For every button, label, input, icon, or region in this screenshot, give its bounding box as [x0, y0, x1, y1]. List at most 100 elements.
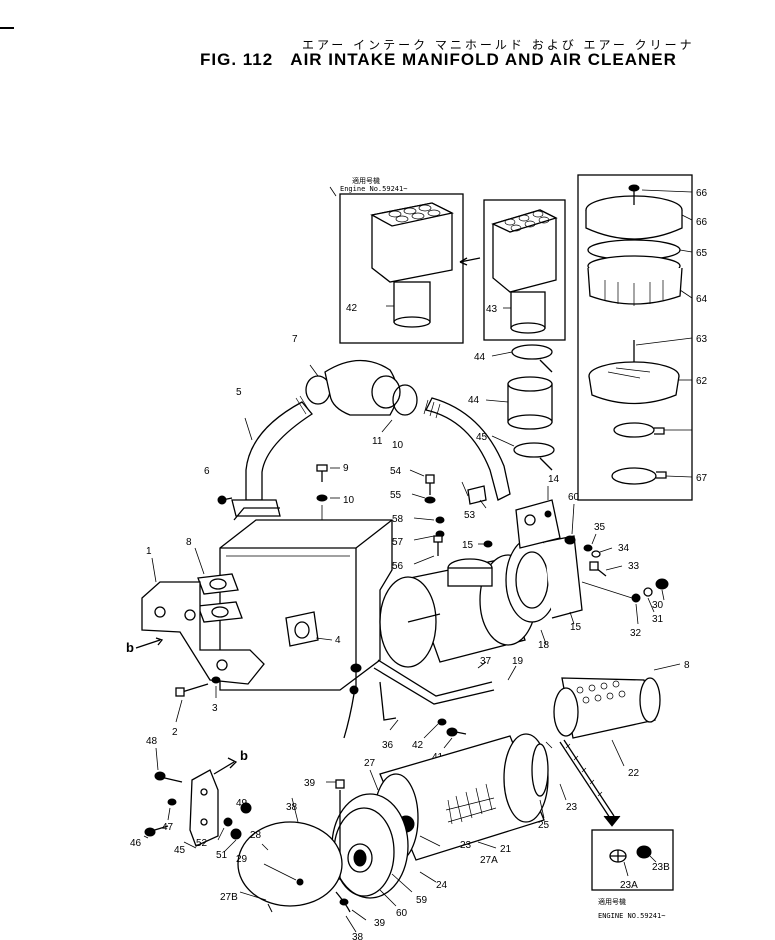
bracket-13: 14 [515, 474, 561, 549]
svg-text:24: 24 [436, 880, 448, 891]
part-30: 32 [630, 628, 642, 639]
svg-text:36: 36 [382, 740, 394, 751]
part-5: 5 [236, 387, 242, 398]
svg-text:44: 44 [468, 395, 480, 406]
part-31: 33 [628, 561, 640, 572]
part-57: 58 [392, 514, 404, 525]
part-50: 51 [216, 850, 228, 861]
part-21: 21 [500, 844, 512, 855]
svg-text:45: 45 [476, 432, 488, 443]
dust-cap-36: 38 28 29 27B 39 38 [220, 797, 386, 940]
svg-text:23: 23 [566, 802, 578, 813]
part-47: 47 [162, 822, 174, 833]
svg-text:5: 5 [236, 387, 242, 398]
part-58: 59 [416, 895, 428, 906]
part-26: 27A [480, 855, 498, 866]
svg-text:8: 8 [684, 660, 690, 671]
svg-text:53: 53 [464, 510, 476, 521]
part-34: 36 [382, 740, 394, 751]
part-24-left: 24 [436, 880, 448, 891]
part-60: 60 [568, 492, 580, 503]
gaskets: 8 4 [186, 537, 341, 647]
bracket-45: 48 47 46 45 52 51 49 b [130, 736, 252, 861]
svg-text:39: 39 [374, 918, 386, 929]
svg-text:42: 42 [412, 740, 424, 751]
svg-text:34: 34 [618, 543, 630, 554]
part-41: 42 [412, 740, 424, 751]
part-62: 63 [696, 334, 708, 345]
svg-text:47: 47 [162, 822, 174, 833]
svg-text:33: 33 [628, 561, 640, 572]
part-44-lower: 45 [476, 432, 488, 443]
part-39: 39 [304, 778, 316, 789]
part-2: 2 [172, 727, 178, 738]
svg-text:52: 52 [196, 838, 208, 849]
part-24-right: 25 [538, 820, 550, 831]
svg-text:64: 64 [696, 294, 708, 305]
ref-b-bottom: b [240, 748, 248, 763]
part-28: 30 [652, 600, 664, 611]
part-51: 52 [196, 838, 208, 849]
svg-text:32: 32 [630, 628, 642, 639]
svg-text:23B: 23B [652, 862, 670, 873]
svg-text:62: 62 [696, 376, 708, 387]
part-3: 3 [212, 703, 218, 714]
svg-text:21: 21 [500, 844, 512, 855]
svg-text:30: 30 [652, 600, 664, 611]
svg-text:65: 65 [696, 248, 708, 259]
part-42-inset-a: 42 [346, 303, 358, 314]
part-14: 15 [570, 622, 582, 633]
svg-text:63: 63 [696, 334, 708, 345]
part-46: 46 [130, 838, 142, 849]
svg-text:39: 39 [304, 778, 316, 789]
inset-bottom-jp: 適用号機 [598, 897, 626, 906]
svg-text:27A: 27A [480, 855, 498, 866]
part-38: 38 [352, 932, 364, 940]
inset-top-engine: Engine No.59241~ [340, 185, 407, 193]
bolts-2-3: 2 3 [172, 676, 221, 738]
svg-text:27: 27 [364, 758, 376, 769]
flange-18: 18 15 [505, 535, 583, 651]
part-61: 62 [696, 376, 708, 387]
hose-clamps: 44 44 45 [468, 344, 555, 471]
part-12: 11 [372, 436, 383, 447]
hardware-28-30: 30 31 32 [581, 578, 669, 639]
part-63: 64 [696, 294, 708, 305]
title-japanese: エアー インテーク マニホールド および エアー クリーナ [302, 38, 695, 52]
svg-text:3: 3 [212, 703, 218, 714]
svg-text:19: 19 [512, 656, 524, 667]
part-65: 66 [696, 217, 708, 228]
svg-text:15: 15 [570, 622, 582, 633]
part-52: 53 [464, 510, 476, 521]
part-11: 10 [392, 440, 404, 451]
part-42-inset-b: 43 [486, 304, 498, 315]
inset-23: 23A 23B 適用号機 ENGINE NO.59241~ [591, 829, 674, 920]
svg-text:22: 22 [628, 768, 640, 779]
part-48: 48 [146, 736, 158, 747]
inset-prefilter-2: 43 [483, 199, 566, 341]
svg-text:1: 1 [146, 546, 152, 557]
svg-text:25: 25 [538, 820, 550, 831]
svg-text:58: 58 [392, 514, 404, 525]
part-36: 38 [286, 802, 298, 813]
inset-bottom-engine: ENGINE NO.59241~ [598, 912, 665, 920]
svg-text:54: 54 [390, 466, 402, 477]
part-15: 15 [462, 540, 474, 551]
part-18: 18 [538, 640, 550, 651]
rod-23 [545, 739, 621, 827]
part-66-top: 66 [696, 188, 708, 199]
svg-text:14: 14 [548, 474, 560, 485]
svg-text:23: 23 [460, 840, 472, 851]
svg-text:29: 29 [236, 854, 248, 865]
svg-text:38: 38 [286, 802, 298, 813]
hardware-52-57: 54 55 58 57 56 53 [390, 466, 487, 572]
part-32: 34 [618, 543, 630, 554]
part-23A: 23A [620, 880, 638, 891]
part-29: 31 [652, 614, 664, 625]
part-7: 7 [292, 334, 298, 345]
inset-prefilter: 適用号機 Engine No.59241~ 42 [329, 176, 464, 344]
svg-text:60: 60 [396, 908, 408, 919]
svg-text:57: 57 [392, 537, 404, 548]
part-43: 44 [468, 395, 480, 406]
